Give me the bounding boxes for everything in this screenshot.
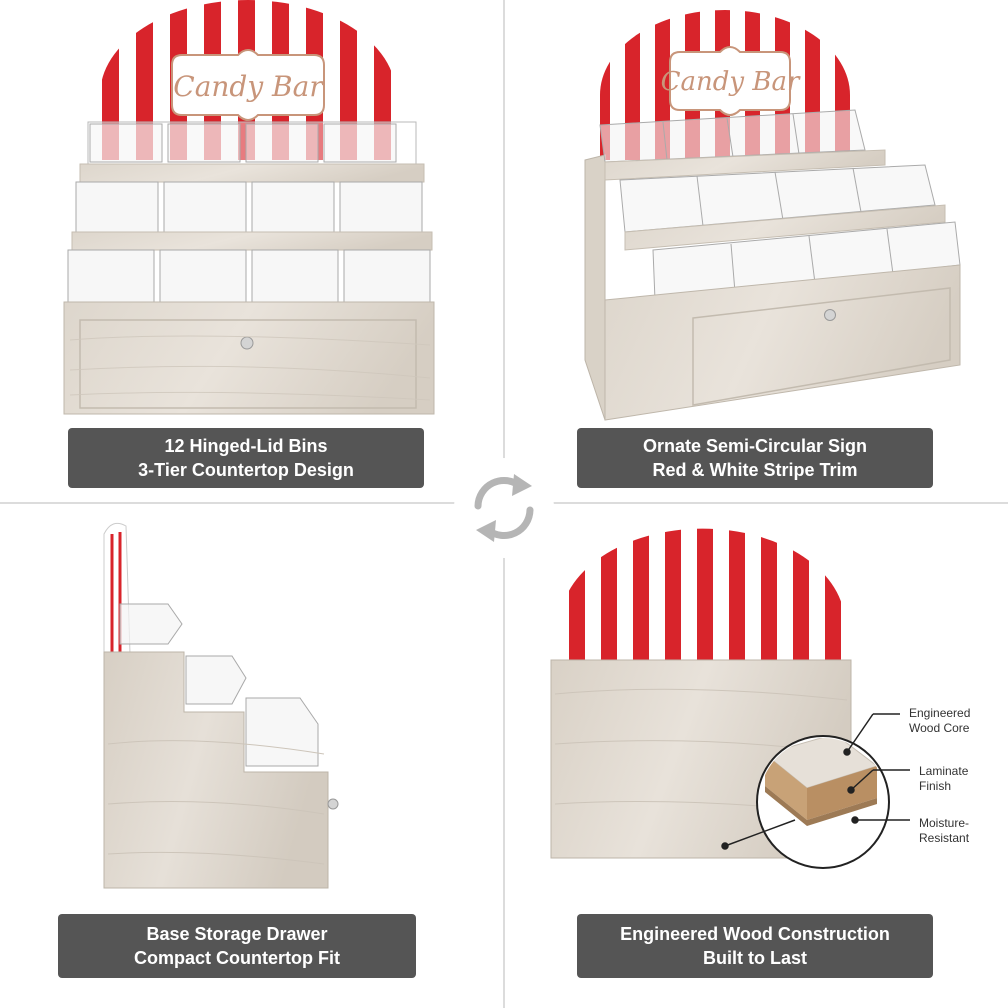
caption-box: Base Storage Drawer Compact Countertop F… <box>58 914 416 978</box>
callout-text: Wood Core <box>909 721 970 735</box>
caption-box: 12 Hinged-Lid Bins 3-Tier Countertop Des… <box>68 428 424 488</box>
side-view-illustration <box>103 522 339 889</box>
sign-text: Candy Bar <box>661 67 801 97</box>
callout-text: Moisture- <box>919 816 970 830</box>
callout-moisture: Moisture- Resistant <box>919 816 969 846</box>
front-view-illustration: Candy Bar <box>63 0 435 415</box>
caption-box: Ornate Semi-Circular Sign Red & White St… <box>577 428 933 488</box>
back-view-illustration <box>550 528 910 869</box>
caption-line: Engineered Wood Construction <box>620 924 890 944</box>
callout-finish: Laminate Finish <box>919 764 968 794</box>
caption-line: Red & White Stripe Trim <box>652 460 858 480</box>
callout-text: Resistant <box>919 831 970 845</box>
refresh-cycle-icon <box>454 458 554 558</box>
caption-box: Engineered Wood Construction Built to La… <box>577 914 933 978</box>
caption-line: 3-Tier Countertop Design <box>138 460 354 480</box>
panel-side-view: Base Storage Drawer Compact Countertop F… <box>0 504 503 1006</box>
panel-angled-view: Candy Bar Ornate Semi-Circular Sign Red … <box>505 0 1008 502</box>
caption-line: Base Storage Drawer <box>146 924 328 944</box>
caption-line: Built to Last <box>703 948 807 968</box>
callout-core: Engineered Wood Core <box>909 706 970 736</box>
callout-text: Engineered <box>909 706 971 720</box>
caption-line: 12 Hinged-Lid Bins <box>164 436 328 456</box>
panel-front-view: Candy Bar 12 Hinged-Lid Bins 3-Tier Coun… <box>0 0 503 502</box>
caption-line: Compact Countertop Fit <box>134 948 340 968</box>
angled-view-illustration: Candy Bar <box>584 10 961 421</box>
sign-text: Candy Bar <box>173 70 324 103</box>
callout-text: Finish <box>919 779 952 793</box>
callout-text: Laminate <box>919 764 969 778</box>
panel-back-view: Engineered Wood Core Laminate Finish Moi… <box>505 504 1008 1006</box>
caption-line: Ornate Semi-Circular Sign <box>642 436 868 456</box>
